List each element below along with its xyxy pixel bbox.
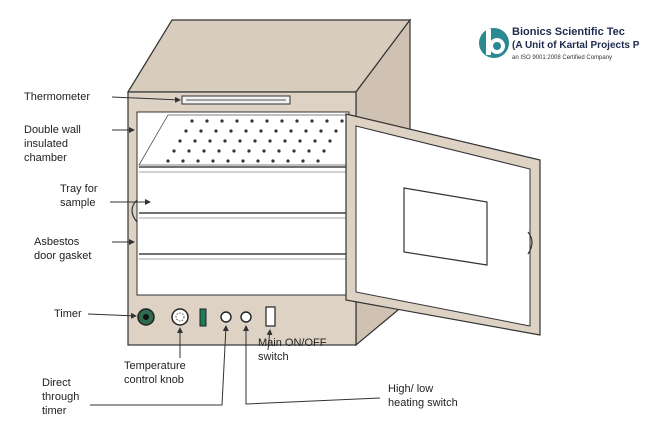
label-tray: Tray for sample — [60, 183, 98, 209]
company-logo-icon — [479, 28, 509, 58]
label-heating-switch: High/ low heating switch — [388, 383, 458, 409]
label-timer: Timer — [54, 308, 82, 320]
brand-name: Bionics Scientific Tec — [512, 26, 625, 38]
label-main-switch: Main ON/OFF switch — [258, 337, 327, 363]
door-handle — [527, 231, 533, 255]
label-double-wall: Double wall insulated chamber — [24, 124, 81, 164]
brand-subtitle: (A Unit of Kartal Projects P — [512, 40, 640, 51]
brand-certification: an ISO 9001:2008 Certified Company — [512, 55, 613, 61]
label-thermometer: Thermometer — [24, 91, 91, 103]
temperature-knob — [171, 308, 189, 326]
tray-perforations — [166, 119, 344, 163]
main-switch — [265, 306, 276, 327]
heating-switch — [240, 311, 252, 323]
pointer-lines — [87, 96, 381, 406]
indicator-lamp — [199, 308, 207, 327]
brand-logo: Bionics Scientific Tec (A Unit of Kartal… — [478, 20, 650, 70]
label-temperature-knob: Temperature control knob — [124, 360, 186, 386]
label-direct-timer: Direct through timer — [42, 377, 80, 417]
label-gasket: Asbestos door gasket — [34, 236, 92, 262]
door-window — [403, 187, 488, 266]
direct-timer-switch — [220, 311, 232, 323]
